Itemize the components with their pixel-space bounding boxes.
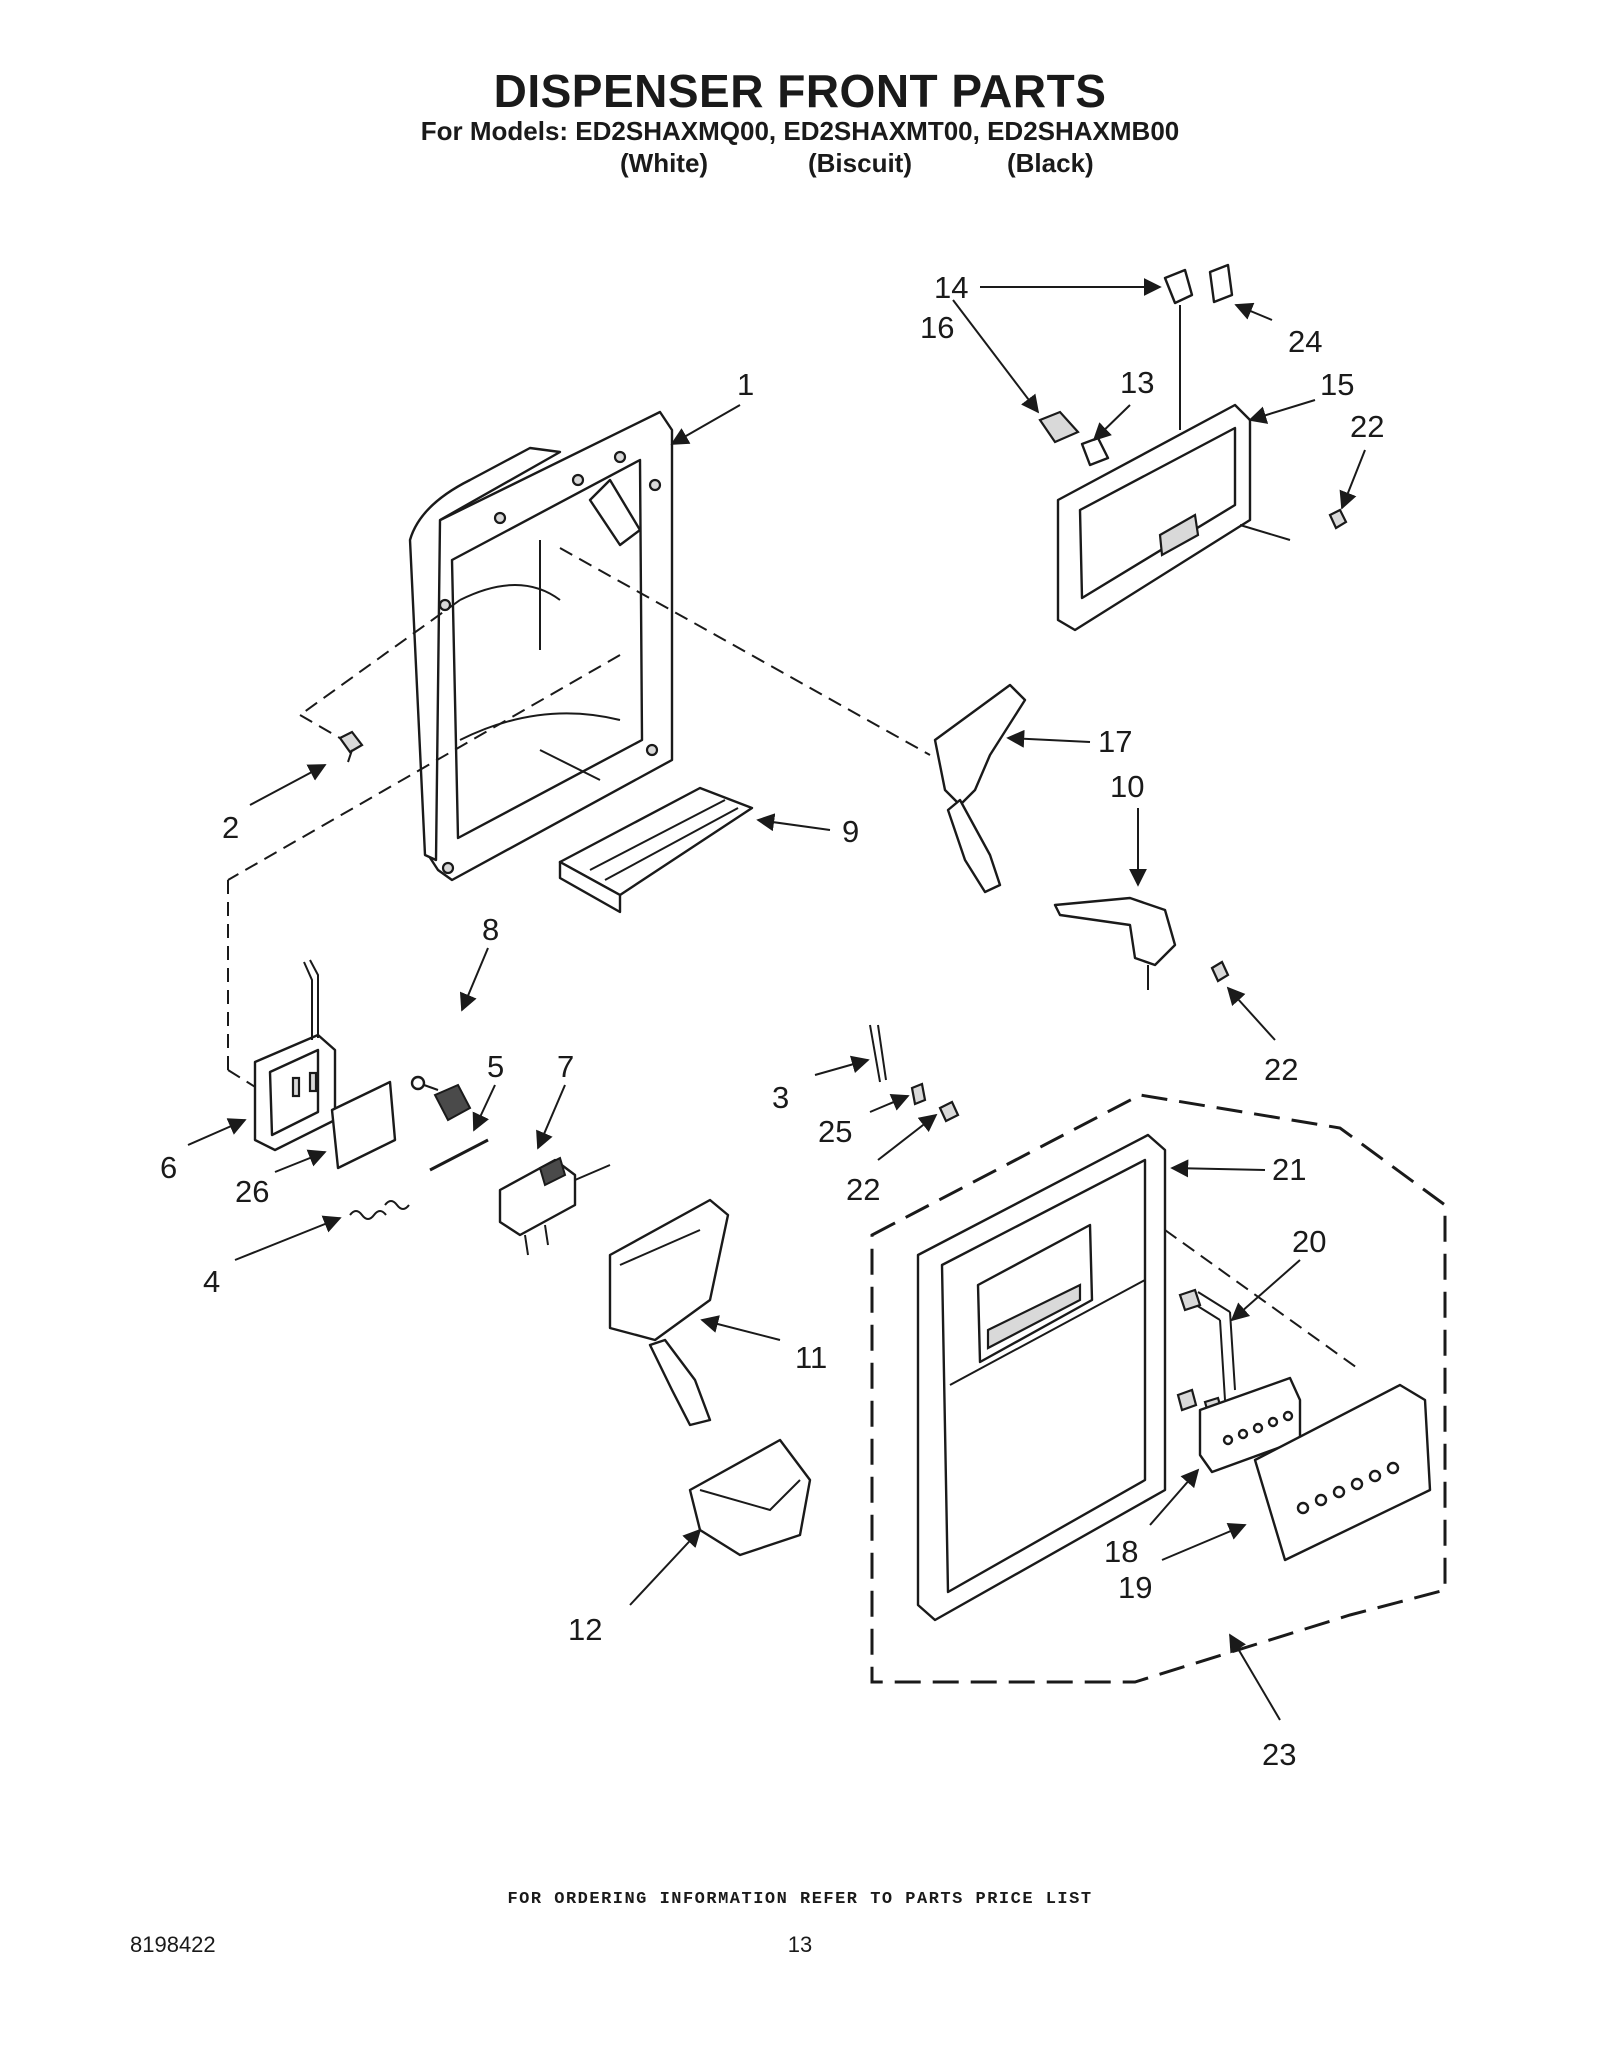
callout-1: 1 [737,367,754,402]
callout-arrows [187,278,1366,1721]
page-title: DISPENSER FRONT PARTS [493,65,1107,117]
part-14-switch [1163,268,1194,430]
callout-26: 26 [235,1174,269,1209]
part-20-wire-harness [1176,1288,1236,1418]
part-21-dispenser-facade [916,1133,1167,1622]
callout-23: 23 [1262,1737,1296,1772]
part-3-spring-clip [869,1024,887,1083]
part-13-socket [1080,436,1110,467]
callout-18: 18 [1104,1534,1138,1569]
color-white: (White) [620,148,709,178]
callout-7: 7 [557,1049,574,1084]
callout-22-lower: 22 [846,1172,880,1207]
part-2-screw [338,730,364,763]
part-12-light-lens [688,1438,812,1557]
part-25-insulator [910,1082,927,1106]
callout-13: 13 [1120,365,1154,400]
callout-6: 6 [160,1150,177,1185]
part-17-actuator-arm [933,683,1027,894]
callout-22-mid: 22 [1264,1052,1298,1087]
callout-25: 25 [818,1114,852,1149]
callout-15: 15 [1320,367,1354,402]
callout-8: 8 [482,912,499,947]
leader-dash-3 [227,654,621,881]
part-6-water-module [253,959,337,1152]
callout-3: 3 [772,1080,789,1115]
callout-11: 11 [795,1340,827,1375]
document-number: 8198422 [130,1932,216,1957]
color-black: (Black) [1007,148,1094,178]
part-22-screw-upper [1328,508,1348,530]
callout-19: 19 [1118,1570,1152,1605]
page-number: 13 [787,1932,813,1957]
part-7-motor [498,1156,611,1256]
callout-12: 12 [568,1612,602,1647]
part-22-screw-lower [938,1100,960,1123]
callout-14: 14 [934,270,968,305]
part-19-control-panel-overlay [1253,1383,1432,1562]
part-15-control-housing [1056,403,1291,632]
callout-16: 16 [920,310,954,345]
part-10-water-actuator [1053,896,1177,990]
model-list: For Models: ED2SHAXMQ00, ED2SHAXMT00, ED… [420,116,1180,146]
part-22-screw-mid [1210,960,1230,983]
part-4-spring [349,1200,410,1220]
part-8-solenoid [410,1075,472,1122]
color-biscuit: (Biscuit) [808,148,912,178]
part-5-pin [429,1138,489,1172]
leader-dash-1 [299,599,461,716]
callout-5: 5 [487,1049,504,1084]
callout-20: 20 [1292,1224,1326,1259]
callout-17: 17 [1098,724,1132,759]
callout-10: 10 [1110,769,1144,804]
callout-24: 24 [1288,324,1322,359]
part-26-cover [330,1080,397,1170]
callout-9: 9 [842,814,859,849]
leader-dash-7 [1164,1229,1361,1371]
leader-dash-6 [559,547,931,756]
part-9-drip-tray [558,786,754,914]
part-24-plate [1208,263,1234,304]
callout-22-upper: 22 [1350,409,1384,444]
part-11-ice-chute-door [608,1198,730,1427]
callout-21: 21 [1272,1152,1306,1187]
callout-4: 4 [203,1264,220,1299]
callout-2: 2 [222,810,239,845]
ordering-note: FOR ORDERING INFORMATION REFER TO PARTS … [507,1890,1093,1909]
part-16-bulb [1038,410,1080,444]
part-1-dispenser-housing [408,410,674,882]
